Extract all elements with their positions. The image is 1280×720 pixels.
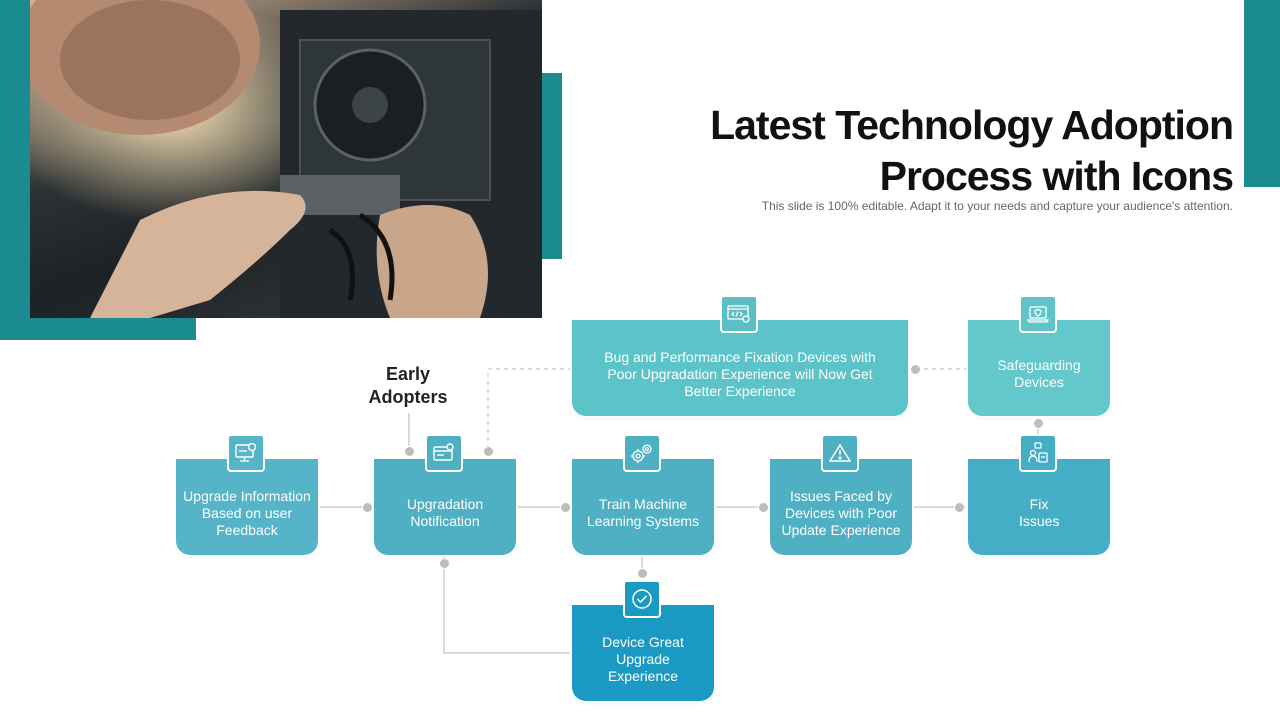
connector-dot xyxy=(758,502,769,513)
connector-dot xyxy=(637,568,648,579)
connector-dot xyxy=(910,364,921,375)
accent-block-left xyxy=(0,0,30,340)
accent-block-photo-right xyxy=(542,73,562,259)
connector-dot xyxy=(560,502,571,513)
step-label: Fix Issues xyxy=(1019,496,1060,529)
connector-dot xyxy=(404,446,415,457)
warning-icon xyxy=(821,434,859,472)
notification-card-icon xyxy=(425,434,463,472)
step-label: Bug and Performance Fixation Devices wit… xyxy=(604,348,876,399)
gears-icon xyxy=(623,434,661,472)
step-fix-issues: Fix Issues xyxy=(968,459,1110,555)
accent-block-top-right xyxy=(1244,0,1280,187)
step-upgrade-information: Upgrade Information Based on user Feedba… xyxy=(176,459,318,555)
connector-dot xyxy=(954,502,965,513)
page-title: Latest Technology Adoption Process with … xyxy=(710,102,1234,199)
connector-dot xyxy=(1033,418,1044,429)
page-subtitle: This slide is 100% editable. Adapt it to… xyxy=(761,199,1233,213)
step-label: Train Machine Learning Systems xyxy=(586,496,700,529)
step-issues-faced: Issues Faced by Devices with Poor Update… xyxy=(770,459,912,555)
monitor-settings-icon xyxy=(227,434,265,472)
step-label: Safeguarding Devices xyxy=(997,357,1081,390)
connector-dot xyxy=(362,502,373,513)
step-safeguarding-devices: Safeguarding Devices xyxy=(968,320,1110,416)
early-adopters-label: Early Adopters xyxy=(368,364,448,407)
technician-photo xyxy=(30,0,542,318)
step-label: Upgradation Notification xyxy=(406,496,484,529)
connector-dot xyxy=(439,558,450,569)
step-label: Upgrade Information Based on user Feedba… xyxy=(183,487,311,538)
step-label: Issues Faced by Devices with Poor Update… xyxy=(781,487,901,538)
connector-dot xyxy=(483,446,494,457)
check-badge-icon xyxy=(623,580,661,618)
accent-block-bottom xyxy=(0,318,196,340)
step-train-machine-learning: Train Machine Learning Systems xyxy=(572,459,714,555)
people-fix-icon xyxy=(1019,434,1057,472)
step-label: Device Great Upgrade Experience xyxy=(602,633,684,684)
step-bug-performance-fixation: Bug and Performance Fixation Devices wit… xyxy=(572,320,908,416)
code-bug-icon xyxy=(720,295,758,333)
laptop-shield-icon xyxy=(1019,295,1057,333)
step-device-great-upgrade: Device Great Upgrade Experience xyxy=(572,605,714,701)
step-upgradation-notification: Upgradation Notification xyxy=(374,459,516,555)
